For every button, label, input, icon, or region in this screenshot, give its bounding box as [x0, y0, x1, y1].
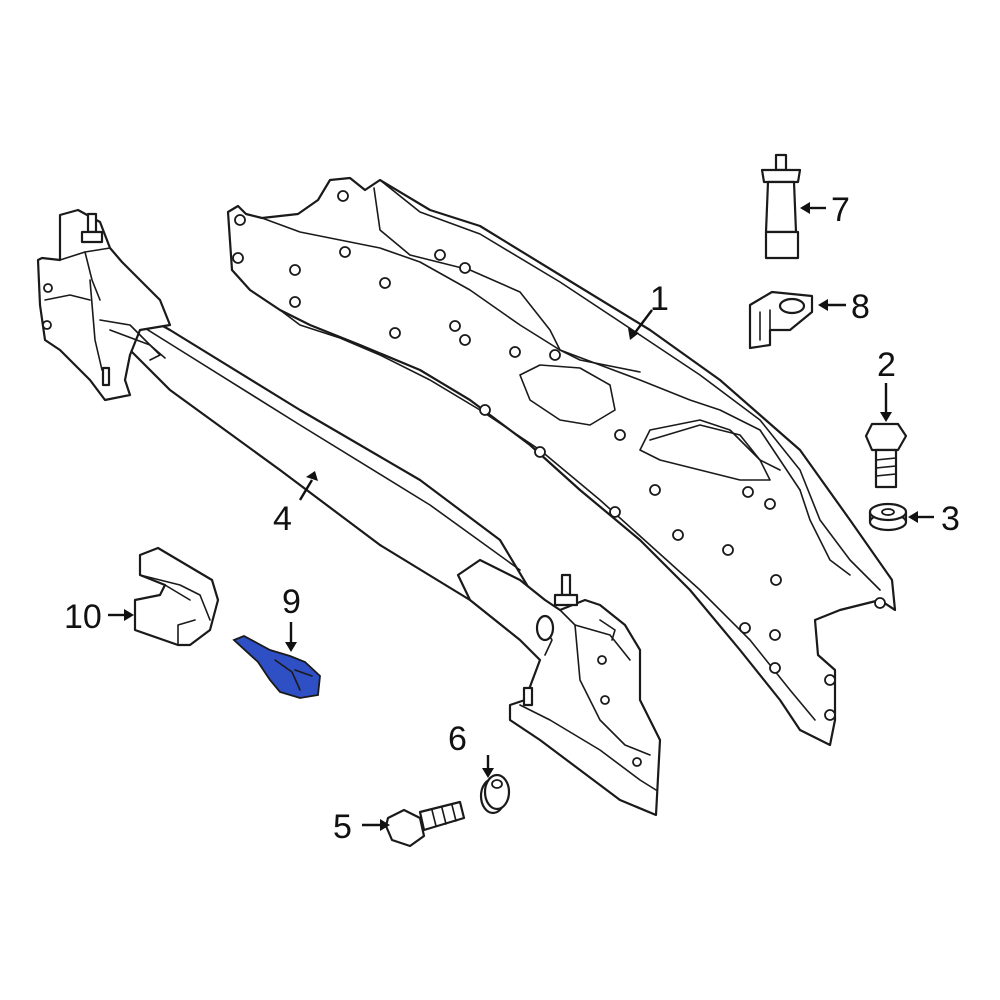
- part-3-washer[interactable]: [868, 502, 908, 532]
- callout-10: 10: [64, 598, 102, 636]
- part-4-tube-crossmember[interactable]: [36, 208, 662, 817]
- callout-1: 1: [650, 280, 669, 318]
- callout-7: 7: [831, 191, 850, 229]
- callout-4: 4: [273, 500, 292, 538]
- callout-6: 6: [448, 720, 467, 758]
- part-1-crossmember[interactable]: [226, 176, 897, 747]
- part-7-mount-pin[interactable]: [760, 153, 802, 260]
- callout-5: 5: [333, 808, 352, 846]
- callout-labels: 1 2 3 4 5 6 7 8 9 10: [64, 191, 960, 846]
- part-1-holes: [232, 190, 886, 721]
- part-2-hex-bolt[interactable]: [864, 422, 908, 489]
- part-10-clip[interactable]: [133, 546, 220, 647]
- callout-2: 2: [877, 346, 896, 384]
- callout-9: 9: [282, 583, 301, 621]
- part-6-washer[interactable]: [479, 773, 511, 815]
- callout-3: 3: [941, 500, 960, 538]
- callout-8: 8: [851, 288, 870, 326]
- part-5-bolt[interactable]: [384, 800, 466, 848]
- leader-lines: [108, 202, 934, 831]
- part-8-bracket-clip[interactable]: [748, 290, 814, 350]
- part-9-sensor[interactable]: [232, 635, 321, 699]
